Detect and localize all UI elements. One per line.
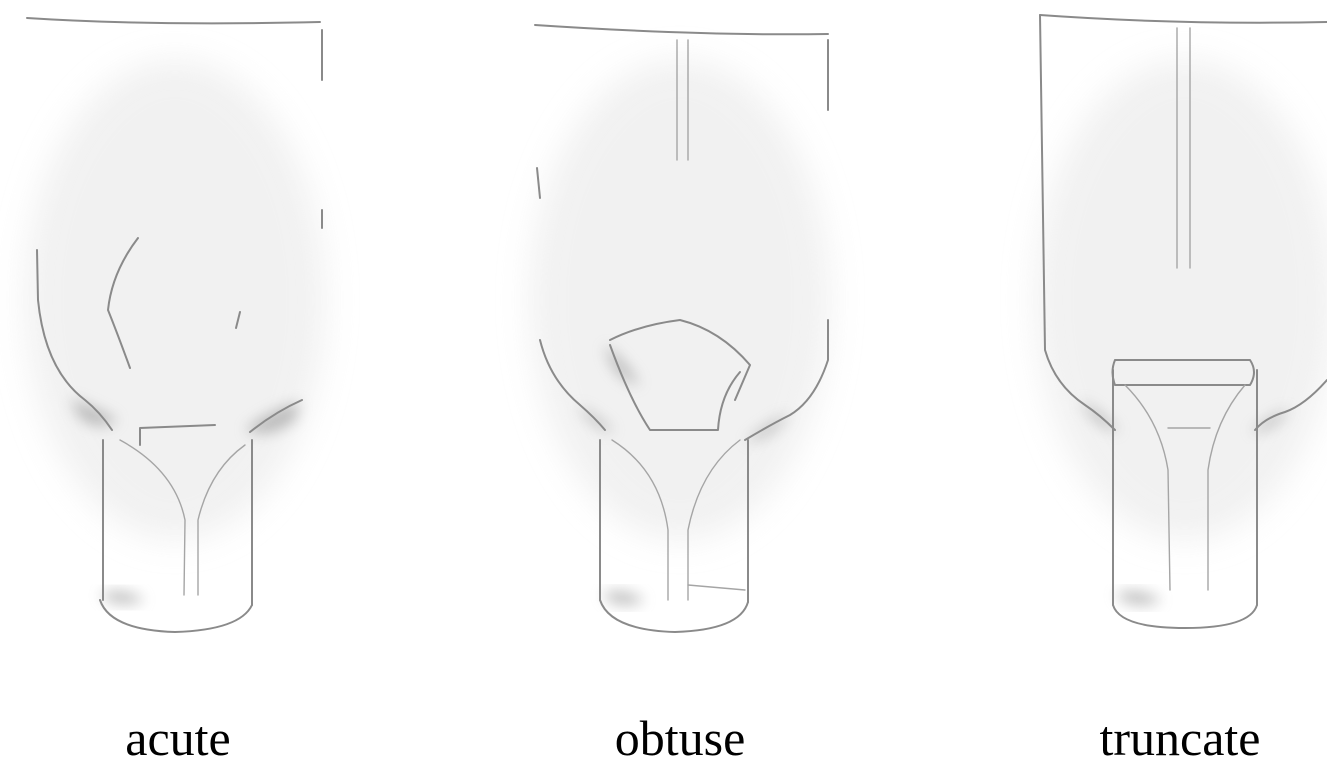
label-truncate: truncate [1030,708,1327,768]
obtuse-block-bottom [600,600,748,632]
truncate-figure [1035,15,1327,628]
label-obtuse: obtuse [530,708,830,768]
truncate-top-rim [1040,15,1327,23]
acute-block-bottom [100,600,252,632]
label-acute: acute [28,708,328,768]
truncate-halo [1035,60,1327,540]
acute-halo [25,60,325,540]
obtuse-figure [530,25,830,632]
obtuse-top-rim [535,25,828,34]
acute-figure [25,18,325,632]
obtuse-halo [530,60,830,540]
obtuse-facet-base [688,585,745,590]
truncate-shade-bottom [1115,591,1162,605]
truncate-block-bottom [1113,605,1257,628]
acute-top-rim [27,18,320,23]
obtuse-shade-bottom [602,591,645,605]
acute-shade-bottom [100,591,145,604]
obtuse-left-mark [537,168,540,198]
